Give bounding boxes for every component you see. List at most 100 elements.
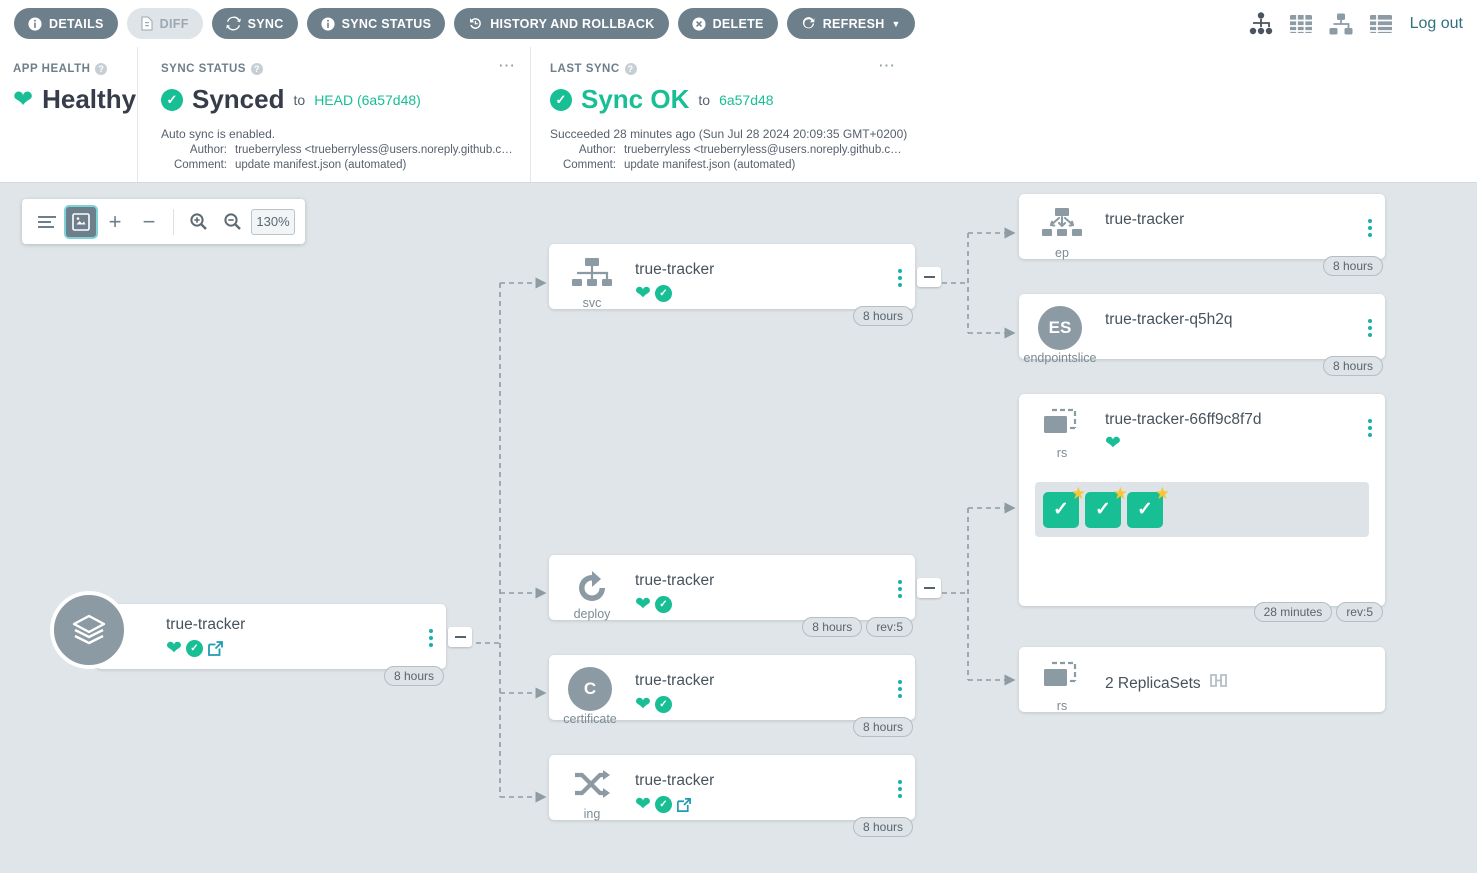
node-title: true-tracker — [635, 572, 715, 589]
external-link-icon[interactable] — [676, 797, 692, 813]
refresh-button[interactable]: REFRESH ▼ — [786, 8, 915, 39]
comment-key: Comment: — [562, 159, 616, 171]
last-sync-to-prefix: to — [698, 91, 711, 108]
node-actions-menu[interactable] — [895, 777, 905, 801]
node-title: true-tracker — [635, 772, 715, 789]
resource-node-service[interactable]: svc true-tracker ❤ ✓ 8 hours — [549, 244, 941, 326]
zoom-decrease-button[interactable]: − — [142, 208, 156, 234]
external-link-icon[interactable] — [207, 640, 224, 657]
node-actions-menu[interactable] — [895, 677, 905, 701]
node-actions-menu[interactable] — [426, 626, 436, 650]
history-rollback-button[interactable]: HISTORY AND ROLLBACK — [454, 8, 669, 39]
sync-status-button-label: SYNC STATUS — [341, 16, 432, 31]
comment-value: update manifest.json (automated) — [235, 159, 407, 171]
sync-status-revision-link[interactable]: HEAD (6a57d48) — [314, 91, 421, 108]
logout-link[interactable]: Log out — [1409, 14, 1463, 32]
sync-status-value: Synced — [192, 84, 285, 114]
last-sync-note: Succeeded 28 minutes ago (Sun Jul 28 202… — [550, 127, 908, 141]
info-icon — [28, 16, 42, 31]
delete-icon — [692, 16, 706, 31]
pod-indicator[interactable]: ✓ ★ — [1127, 485, 1170, 528]
node-badges: 8 hours — [1322, 256, 1383, 276]
resource-node-deployment[interactable]: deploy true-tracker ❤ ✓ 8 hours rev:5 — [549, 555, 941, 637]
resource-node-certificate[interactable]: C certificate true-tracker ❤ ✓ 8 hours — [549, 655, 915, 737]
pod-indicator[interactable]: ✓ ★ — [1085, 485, 1128, 528]
history-icon — [468, 16, 483, 31]
heart-icon: ❤ — [635, 594, 651, 615]
node-actions-menu[interactable] — [895, 577, 905, 601]
check-icon: ✓ — [1137, 499, 1153, 520]
sync-status-more-menu[interactable]: ⋯ — [498, 56, 516, 75]
node-kind-label: endpointslice — [1023, 351, 1097, 365]
check-circle-icon: ✓ — [161, 88, 183, 111]
resource-tree-canvas[interactable]: + − 130% true-tracker ❤ ✓ — [0, 183, 1477, 873]
last-sync-revision-link[interactable]: 6a57d48 — [719, 91, 774, 108]
node-actions-menu[interactable] — [1365, 416, 1375, 440]
help-icon[interactable]: ? — [95, 63, 108, 75]
last-sync-panel: LAST SYNC ? ⋯ ✓ Sync OK to 6a57d48 Succe… — [530, 47, 910, 182]
resource-node-endpointslice[interactable]: ES endpointslice true-tracker-q5h2q 8 ho… — [1019, 294, 1385, 376]
app-health-panel: APP HEALTH ? ❤ Healthy — [0, 47, 137, 182]
resource-node-replicaset[interactable]: rs true-tracker-66ff9c8f7d ❤ ✓ ★ ✓ ★ ✓ ★… — [1019, 394, 1385, 622]
status-strip: APP HEALTH ? ❤ Healthy SYNC STATUS ? ⋯ ✓… — [0, 47, 1477, 183]
last-sync-author-row: Author: trueberryless <trueberryless@use… — [550, 144, 910, 156]
list-view-icon[interactable] — [1368, 11, 1394, 37]
pod-group: ✓ ★ ✓ ★ ✓ ★ — [1035, 482, 1369, 537]
node-status-icons: ❤ ✓ — [635, 795, 692, 814]
last-sync-label: LAST SYNC ? — [550, 63, 910, 75]
author-key: Author: — [189, 144, 227, 156]
last-sync-more-menu[interactable]: ⋯ — [878, 56, 896, 75]
resource-node-replicaset-group[interactable]: rs 2 ReplicaSets — [1019, 647, 1385, 713]
age-badge: 28 minutes — [1253, 602, 1333, 622]
pod-indicator[interactable]: ✓ ★ — [1043, 485, 1086, 528]
help-icon[interactable]: ? — [250, 63, 263, 75]
check-circle-icon: ✓ — [654, 696, 672, 713]
filter-lines-icon[interactable] — [32, 207, 62, 237]
diff-button-label: DIFF — [159, 16, 189, 31]
sync-button[interactable]: SYNC — [211, 8, 298, 39]
node-kind-label: certificate — [563, 712, 617, 726]
collapse-children-button[interactable] — [448, 627, 472, 647]
collapse-group-icon[interactable] — [1209, 673, 1228, 695]
ingress-shuffle-icon: ing — [563, 767, 621, 821]
network-view-icon[interactable] — [1328, 11, 1354, 37]
tiles-view-icon[interactable] — [1288, 11, 1314, 37]
zoom-level-input[interactable]: 130% — [251, 208, 295, 235]
resource-node-endpoints[interactable]: ep true-tracker 8 hours — [1019, 194, 1385, 276]
history-rollback-button-label: HISTORY AND ROLLBACK — [490, 16, 655, 31]
star-icon: ★ — [1070, 483, 1086, 503]
author-value: trueberryless <trueberryless@users.norep… — [235, 144, 513, 156]
node-actions-menu[interactable] — [1365, 216, 1375, 240]
help-icon[interactable]: ? — [624, 63, 637, 75]
zoom-increase-button[interactable]: + — [108, 208, 122, 234]
details-button[interactable]: DETAILS — [14, 8, 118, 39]
fit-to-screen-icon[interactable] — [66, 206, 96, 237]
last-sync-value: Sync OK — [581, 84, 690, 114]
collapse-children-button[interactable] — [917, 267, 941, 287]
zoom-out-icon[interactable] — [217, 207, 247, 237]
node-kind-label: rs — [1056, 446, 1068, 460]
deployment-rotate-icon: deploy — [563, 567, 621, 621]
node-kind-label: rs — [1056, 699, 1068, 713]
age-badge: 8 hours — [1322, 256, 1383, 276]
delete-button-label: DELETE — [712, 16, 764, 31]
heart-icon: ❤ — [635, 794, 651, 815]
avatar: C — [568, 667, 612, 711]
diff-button[interactable]: DIFF — [126, 8, 203, 39]
tree-view-icon[interactable] — [1248, 11, 1274, 37]
toolbar-divider — [173, 208, 174, 235]
delete-button[interactable]: DELETE — [677, 8, 778, 39]
avatar: ES — [1038, 306, 1082, 350]
sync-status-button[interactable]: SYNC STATUS — [306, 8, 446, 39]
node-actions-menu[interactable] — [1365, 316, 1375, 340]
check-icon: ✓ — [1053, 499, 1069, 520]
node-badges: 8 hours — [1322, 356, 1383, 376]
node-actions-menu[interactable] — [895, 266, 905, 290]
top-toolbar: DETAILS DIFF SYNC SYNC STATUS HISTORY AN… — [0, 0, 1477, 47]
collapse-children-button[interactable] — [917, 578, 941, 598]
avatar-text: ES — [1048, 318, 1072, 337]
zoom-in-icon[interactable] — [183, 207, 213, 237]
resource-node-ingress[interactable]: ing true-tracker ❤ ✓ 8 hours — [549, 755, 915, 837]
heart-icon: ❤ — [1105, 433, 1121, 454]
resource-node-application[interactable]: true-tracker ❤ ✓ 8 hours — [50, 591, 472, 686]
